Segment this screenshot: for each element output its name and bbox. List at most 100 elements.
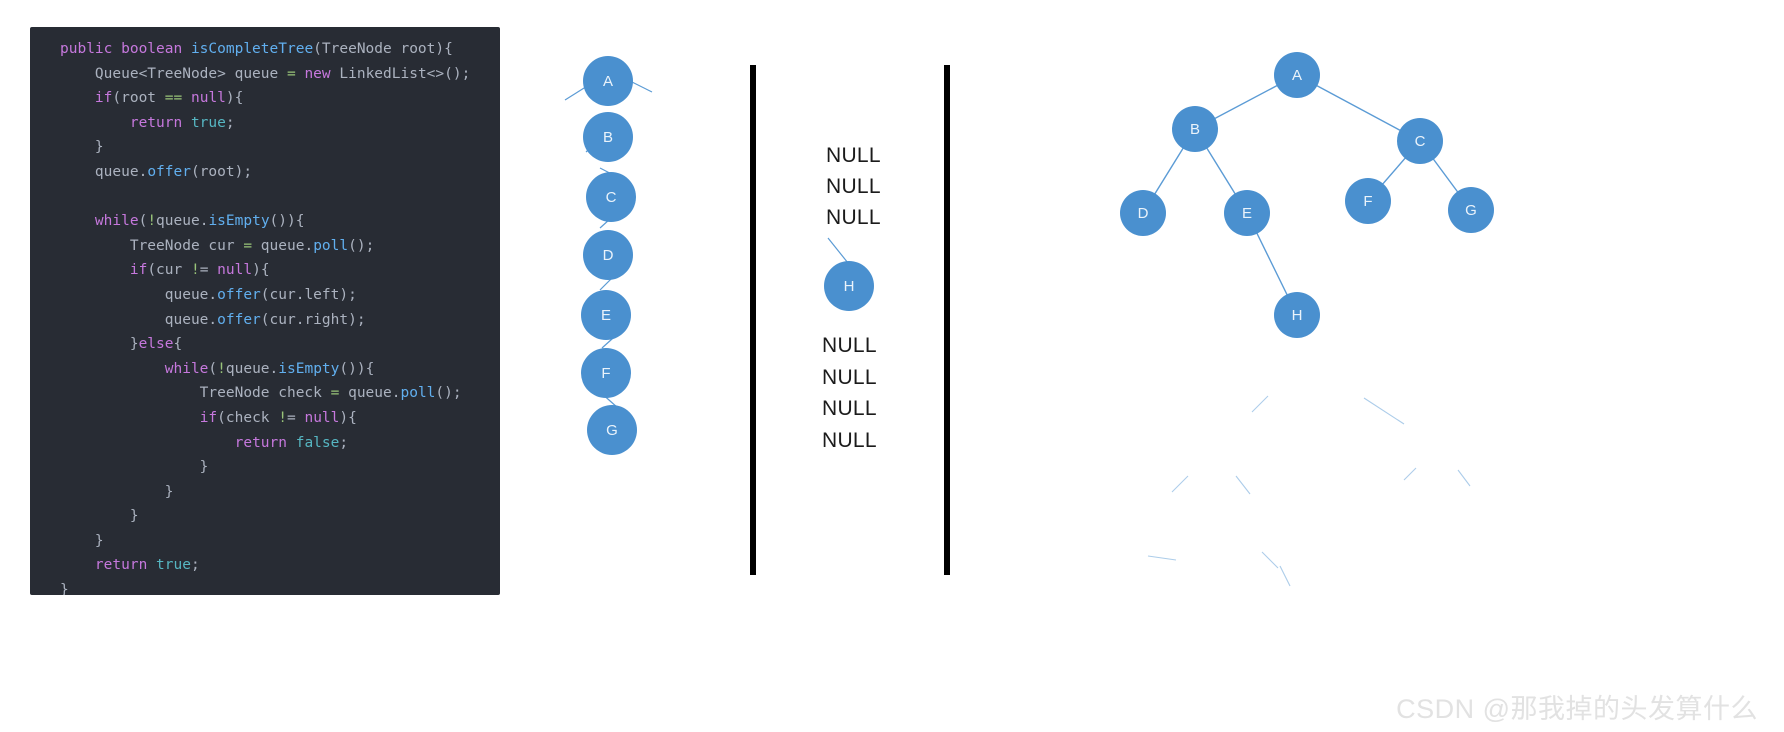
code-token <box>60 213 95 229</box>
code-token: = <box>286 65 305 82</box>
code-token <box>60 410 200 426</box>
null-label: NULL <box>822 428 877 452</box>
faint-stroke-artifact <box>1251 395 1269 413</box>
code-line: public boolean isCompleteTree(TreeNode r… <box>60 37 500 62</box>
tree-node-f: F <box>1345 178 1391 224</box>
code-token: null <box>304 409 340 426</box>
null-label: NULL <box>826 175 881 198</box>
queue-node-e: E <box>581 290 631 340</box>
code-token: ! <box>147 213 157 230</box>
faint-stroke-artifact <box>1363 397 1405 425</box>
code-token: isEmpty <box>208 213 270 230</box>
code-token <box>60 557 95 573</box>
queue-node-c: C <box>586 172 636 222</box>
code-token: TreeNode cur <box>60 237 244 254</box>
code-token: ( <box>208 360 218 377</box>
code-token: } <box>60 459 209 476</box>
code-token: ){ <box>225 90 244 107</box>
code-content: public boolean isCompleteTree(TreeNode r… <box>30 37 500 595</box>
code-line: TreeNode check = queue.poll(); <box>60 381 500 406</box>
code-line <box>60 185 500 210</box>
code-line: while(!queue.isEmpty()){ <box>60 209 500 234</box>
code-line: queue.offer(root); <box>60 160 500 185</box>
queue-node-g: G <box>587 405 637 455</box>
code-token: LinkedList<>(); <box>339 65 471 82</box>
code-token: public <box>60 41 122 57</box>
tree-node-h: H <box>1274 292 1320 338</box>
null-label: NULL <box>826 144 881 167</box>
code-line: return true; <box>60 111 500 136</box>
code-token: false <box>295 434 340 451</box>
code-token: ; <box>339 434 349 451</box>
code-line: } <box>60 455 500 480</box>
code-editor-panel: public boolean isCompleteTree(TreeNode r… <box>30 27 500 595</box>
code-token <box>60 262 130 278</box>
code-token: isEmpty <box>278 360 340 377</box>
code-token: queue. <box>60 311 218 328</box>
code-line: } <box>60 135 500 160</box>
null-label: NULL <box>826 206 881 229</box>
csdn-watermark: CSDN @那我掉的头发算什么 <box>1396 694 1758 724</box>
queue-node-d: D <box>583 230 633 280</box>
faint-stroke-artifact <box>1279 565 1291 587</box>
code-token: } <box>60 582 69 595</box>
faint-artifact-group <box>1147 395 1471 587</box>
code-token: ){ <box>252 262 270 279</box>
tree-node-a: A <box>1274 52 1320 98</box>
queue-node-a: A <box>583 56 633 106</box>
code-line: } <box>60 529 500 554</box>
code-token: (); <box>348 237 375 254</box>
code-token: (root <box>112 90 165 107</box>
code-line: queue.offer(cur.right); <box>60 308 500 333</box>
code-token <box>60 435 235 451</box>
code-line: return false; <box>60 431 500 456</box>
code-line: Queue<TreeNode> queue = new LinkedList<>… <box>60 62 500 87</box>
separator-bar-2 <box>944 65 950 575</box>
code-token: } <box>60 508 139 525</box>
code-line: queue.offer(cur.left); <box>60 283 500 308</box>
code-token: queue. <box>260 237 314 254</box>
code-token: (cur.left); <box>260 286 357 303</box>
code-token: = <box>243 237 261 254</box>
null-label: NULL <box>822 334 877 357</box>
faint-stroke-artifact <box>1171 475 1189 493</box>
code-token: = <box>199 262 218 279</box>
code-token: ; <box>190 557 200 574</box>
code-token: return <box>94 557 157 574</box>
faint-stroke-artifact <box>1457 469 1471 487</box>
code-token: (check <box>217 409 279 426</box>
code-line: } <box>60 578 500 595</box>
faint-stroke-artifact <box>1235 475 1251 495</box>
null-label: NULL <box>822 365 877 389</box>
code-token: while <box>94 213 139 230</box>
code-token <box>60 90 95 106</box>
code-token: == <box>164 90 191 107</box>
code-token: ! <box>190 262 200 279</box>
code-line: }else{ <box>60 332 500 357</box>
code-token: = <box>330 385 349 402</box>
code-token: (root); <box>190 163 253 180</box>
code-token: ; <box>225 114 235 131</box>
code-token: ( <box>138 213 148 230</box>
code-token: true <box>190 114 226 131</box>
code-token: queue. <box>348 385 401 402</box>
code-token: } <box>60 483 174 500</box>
code-token: queue. <box>225 360 279 377</box>
code-token: (TreeNode root){ <box>313 41 453 57</box>
faint-stroke-artifact <box>1147 555 1177 561</box>
code-token: queue. <box>60 163 148 180</box>
code-token: boolean <box>121 41 191 57</box>
code-token: isCompleteTree <box>190 41 314 57</box>
code-line: } <box>60 480 500 505</box>
code-token: = <box>287 409 305 426</box>
code-token: } <box>60 336 139 353</box>
code-token: return <box>234 434 296 451</box>
code-token: offer <box>147 163 191 180</box>
faint-stroke-artifact <box>1403 467 1417 481</box>
code-token <box>60 361 165 377</box>
code-token: (); <box>435 385 462 402</box>
code-token: new <box>304 65 340 82</box>
code-token: } <box>60 532 104 549</box>
code-token: while <box>164 360 209 377</box>
code-token: return <box>129 114 191 131</box>
